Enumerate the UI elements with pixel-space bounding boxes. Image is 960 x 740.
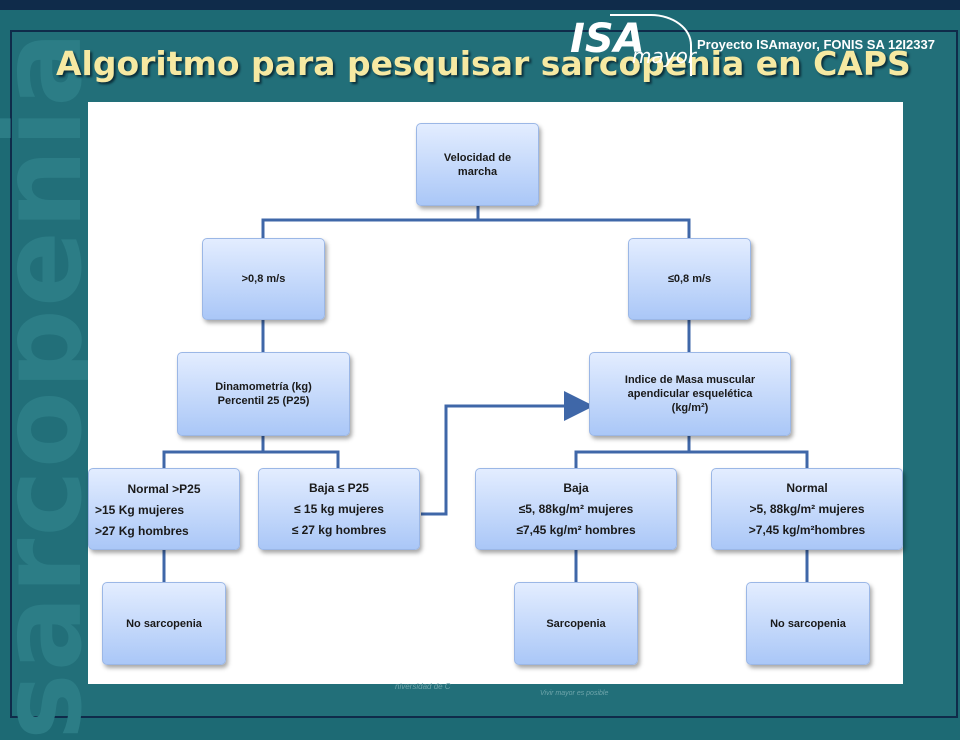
node-low-index-women: ≤5, 88kg/m² mujeres — [518, 501, 634, 516]
slogan-watermark: Vivir mayor es posible — [540, 690, 609, 697]
isamayor-logo: ISA mayor — [570, 14, 696, 84]
logo-text: ISA — [570, 16, 645, 62]
node-normal-index-women: >5, 88kg/m² mujeres — [749, 501, 865, 516]
node-muscle-index: Indice de Masa muscular apendicular esqu… — [589, 352, 791, 436]
node-muscle-index-line2: apendicular esquelética — [627, 388, 753, 400]
node-low-p25-title: Baja ≤ P25 — [309, 480, 369, 495]
slide-title: Algoritmo para pesquisar sarcopenia en C… — [56, 44, 911, 83]
university-watermark: niversidad de C — [395, 682, 451, 691]
node-speed-fast: >0,8 m/s — [202, 238, 325, 320]
node-muscle-index-line3: (kg/m²) — [671, 402, 709, 414]
node-normal-index-title: Normal — [786, 480, 828, 495]
logo-arc-icon — [610, 14, 692, 76]
node-normal-p25: Normal >P25 >15 Kg mujeres >27 Kg hombre… — [88, 468, 240, 550]
node-outcome-no-sarcopenia-right: No sarcopenia — [746, 582, 870, 665]
node-normal-index: Normal >5, 88kg/m² mujeres >7,45 kg/m²ho… — [711, 468, 903, 550]
node-outcome-left-label: No sarcopenia — [126, 617, 202, 630]
node-speed-slow: ≤0,8 m/s — [628, 238, 751, 320]
node-dynamometry-line2: Percentil 25 (P25) — [217, 395, 310, 407]
vertical-watermark: sarcopenia — [0, 29, 107, 740]
diagram-canvas: Velocidad de marcha >0,8 m/s ≤0,8 m/s Di… — [88, 102, 903, 684]
node-normal-p25-title: Normal >P25 — [127, 482, 201, 496]
connector-layer — [162, 206, 809, 582]
node-outcome-right-label: No sarcopenia — [770, 617, 846, 630]
node-muscle-index-line1: Indice de Masa muscular — [624, 374, 756, 386]
node-outcome-sarcopenia: Sarcopenia — [514, 582, 638, 665]
node-normal-index-men: >7,45 kg/m²hombres — [748, 522, 866, 537]
node-speed-fast-label: >0,8 m/s — [241, 273, 286, 285]
node-gait-speed-line1: Velocidad de — [443, 151, 512, 164]
node-outcome-no-sarcopenia-left: No sarcopenia — [102, 582, 226, 665]
node-low-index-title: Baja — [563, 480, 589, 495]
top-bar — [0, 0, 960, 10]
connector-index-to-results — [574, 436, 809, 468]
node-speed-slow-label: ≤0,8 m/s — [667, 273, 712, 285]
node-gait-speed: Velocidad de marcha — [416, 123, 539, 206]
logo-subtext: mayor — [632, 44, 697, 68]
node-low-index: Baja ≤5, 88kg/m² mujeres ≤7,45 kg/m² hom… — [475, 468, 677, 550]
arrow-low-to-index — [421, 391, 594, 516]
node-dynamometry-line1: Dinamometría (kg) — [215, 381, 312, 393]
node-low-index-men: ≤7,45 kg/m² hombres — [516, 522, 636, 537]
node-outcome-middle-label: Sarcopenia — [546, 617, 606, 630]
node-low-p25-women: ≤ 15 kg mujeres — [294, 501, 384, 516]
node-gait-speed-line2: marcha — [457, 165, 498, 178]
node-dynamometry: Dinamometría (kg) Percentil 25 (P25) — [177, 352, 350, 436]
node-low-p25-men: ≤ 27 kg hombres — [291, 522, 387, 537]
connector-root-to-speeds — [261, 206, 691, 238]
connector-dynamometry-to-results — [162, 436, 340, 468]
node-normal-p25-women: >15 Kg mujeres — [95, 503, 185, 517]
project-label: Proyecto ISAmayor, FONIS SA 12I2337 — [697, 37, 935, 52]
node-low-p25: Baja ≤ P25 ≤ 15 kg mujeres ≤ 27 kg hombr… — [258, 468, 420, 550]
node-normal-p25-men: >27 Kg hombres — [95, 524, 189, 538]
